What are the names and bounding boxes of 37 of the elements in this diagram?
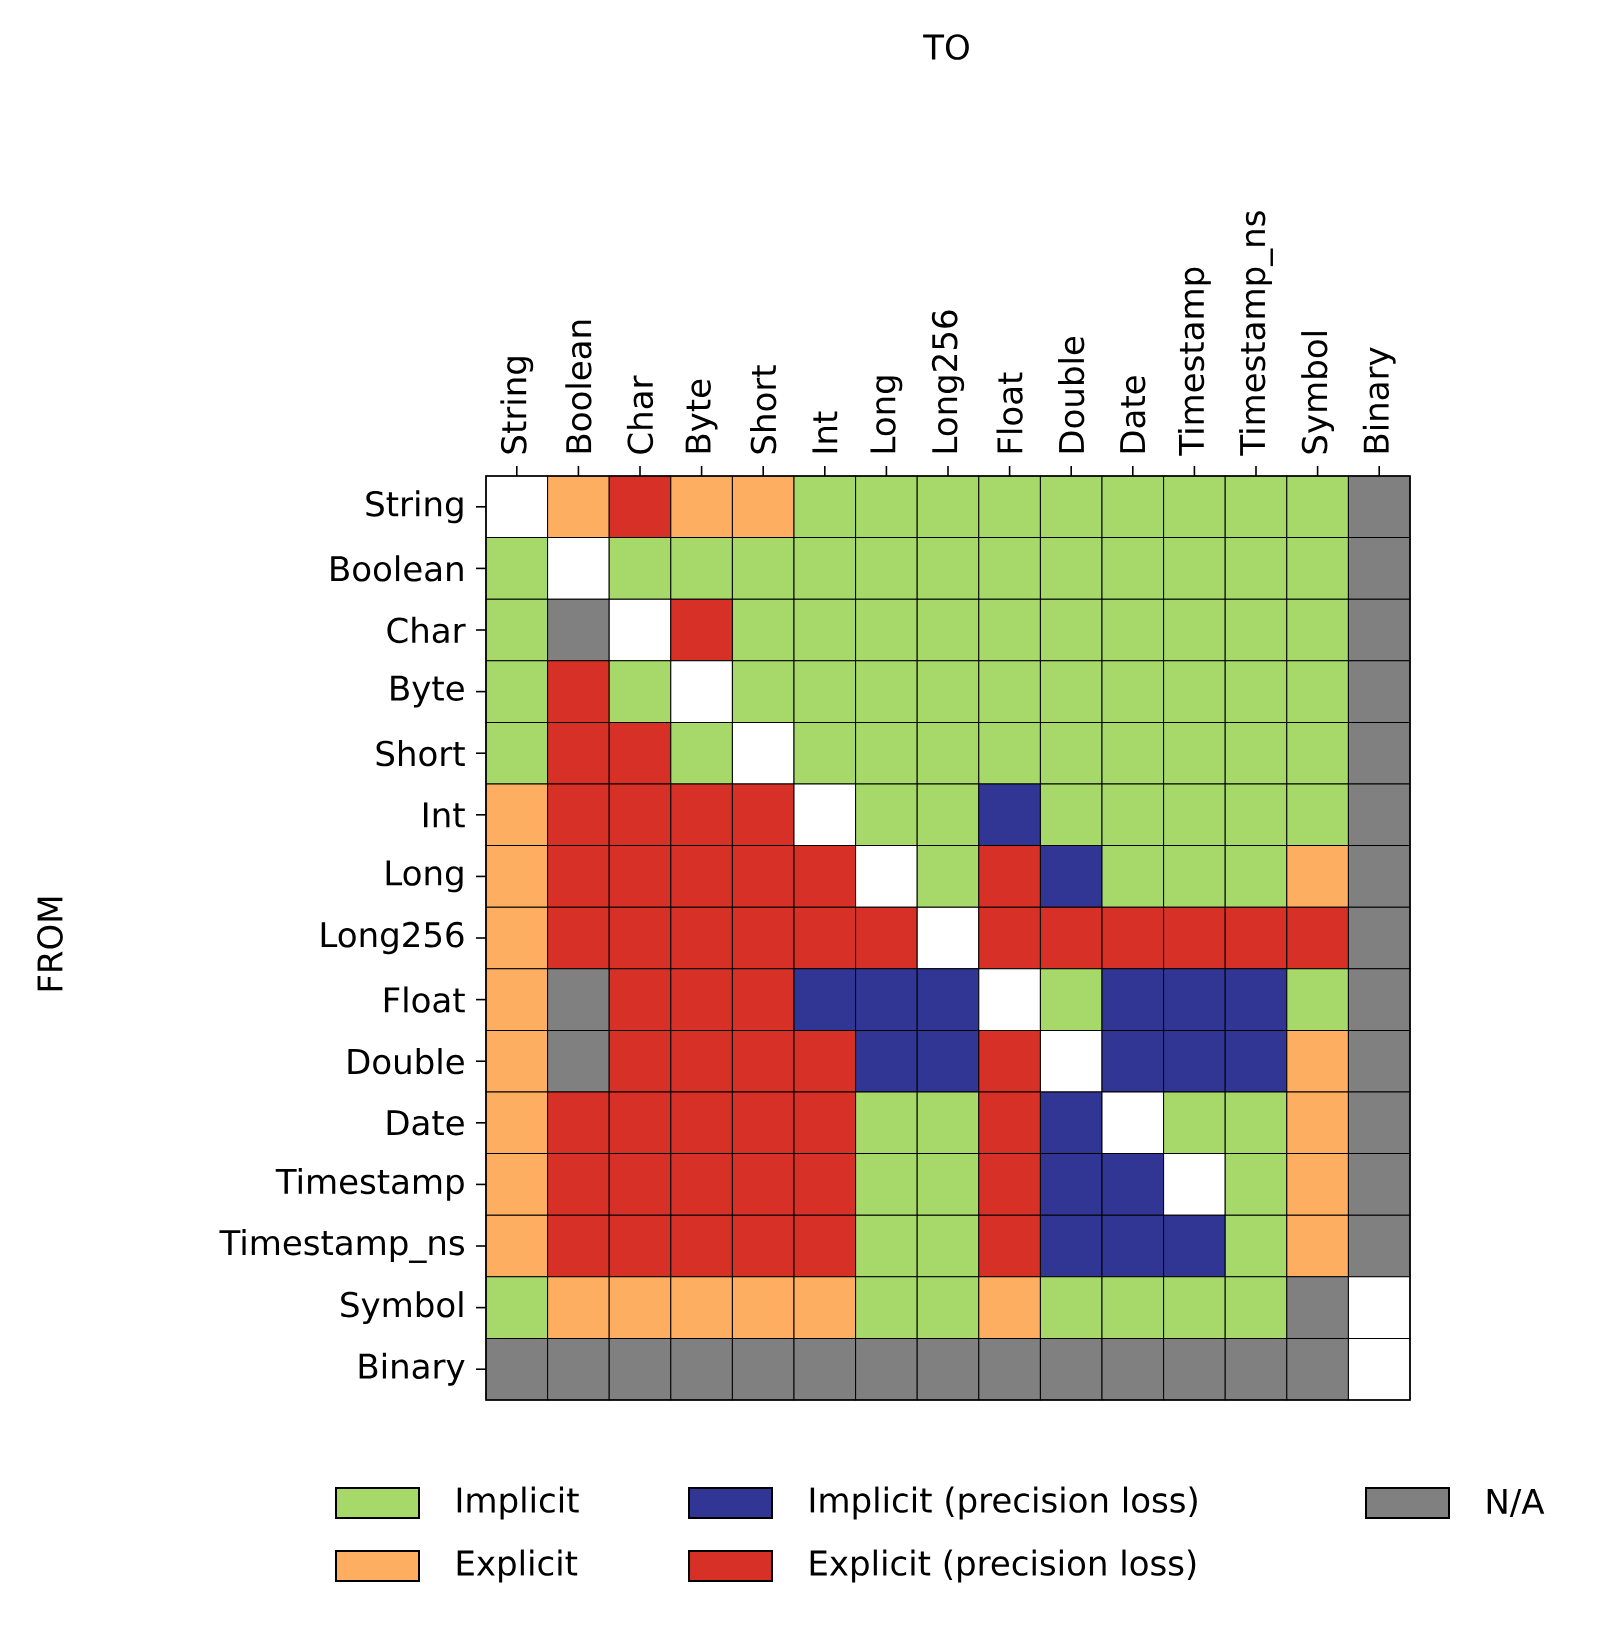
legend-label: Explicit <box>457 1549 578 1583</box>
column-label: Long256 <box>931 310 965 453</box>
column-label: Symbol <box>1301 332 1335 454</box>
row-label: String <box>366 490 463 524</box>
column-label: Boolean <box>565 320 592 453</box>
column-label: Double <box>1058 336 1085 453</box>
row-label: Int <box>424 802 465 828</box>
legend-label: N/A <box>1487 1489 1545 1517</box>
column-label: Int <box>812 411 838 453</box>
column-label: Char <box>626 375 654 454</box>
column-label: Binary <box>1362 347 1396 453</box>
column-label: Byte <box>685 379 718 453</box>
row-label: Timestamp_ns <box>219 1229 464 1263</box>
row-label: Short <box>376 740 465 767</box>
row-label: Float <box>384 986 465 1013</box>
row-label: Double <box>348 1048 464 1075</box>
column-label: Timestamp_ns <box>1239 211 1273 456</box>
column-label: Long <box>870 376 903 453</box>
axis-title: TO <box>923 34 969 60</box>
column-label: Timestamp <box>1177 267 1211 456</box>
column-label: Float <box>996 372 1023 453</box>
column-label: Short <box>750 365 777 454</box>
row-label: Symbol <box>341 1291 463 1325</box>
row-label: Byte <box>391 675 464 708</box>
row-label: Char <box>387 616 466 644</box>
row-label: Long256 <box>321 921 464 955</box>
column-label: String <box>500 357 534 454</box>
row-label: Date <box>387 1110 464 1136</box>
row-label: Binary <box>359 1352 465 1386</box>
axis-title: FROM <box>37 897 63 991</box>
legend-label: Implicit (precision loss) <box>810 1486 1197 1520</box>
legend-label: Explicit (precision loss) <box>810 1549 1196 1583</box>
row-label: Boolean <box>331 555 463 582</box>
column-label: Date <box>1120 376 1146 453</box>
legend-label: Implicit <box>457 1486 579 1520</box>
row-label: Timestamp <box>275 1167 464 1201</box>
row-label: Long <box>386 860 463 893</box>
